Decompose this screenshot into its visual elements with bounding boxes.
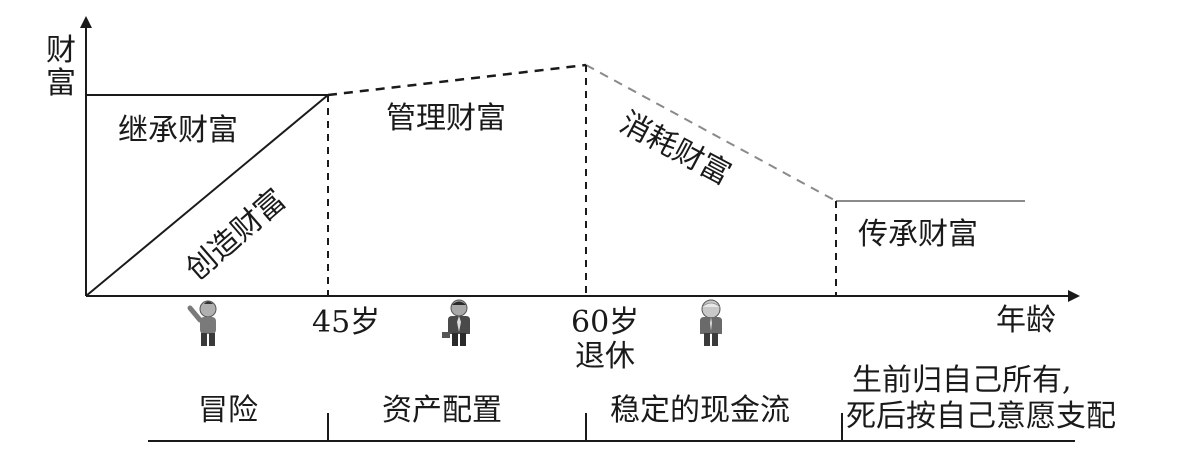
phase-pass-on-label: 传承财富 bbox=[858, 217, 978, 252]
x-axis-label: 年龄 bbox=[996, 303, 1056, 338]
middle-aged-person-icon bbox=[442, 299, 470, 346]
tick-label-retire: 退休 bbox=[575, 339, 635, 374]
bottom-label-risk: 冒险 bbox=[198, 393, 258, 428]
young-person-icon bbox=[187, 300, 217, 346]
tick-label-60: 60岁 bbox=[571, 305, 640, 340]
tick-label-45: 45岁 bbox=[312, 305, 381, 340]
elderly-person-icon bbox=[700, 299, 722, 346]
phase-manage-label: 管理财富 bbox=[386, 101, 506, 136]
create-wealth-line bbox=[85, 94, 329, 297]
bottom-label-allocation: 资产配置 bbox=[382, 393, 502, 428]
phase-inherit-label: 继承财富 bbox=[118, 113, 238, 148]
bottom-label-will-line2: 死后按自己意愿支配 bbox=[846, 399, 1116, 434]
manage-wealth-line bbox=[327, 63, 587, 97]
bottom-label-will-line1: 生前归自己所有, bbox=[852, 363, 1072, 398]
bottom-label-cashflow: 稳定的现金流 bbox=[610, 393, 790, 428]
y-axis-label: 财富 bbox=[46, 33, 76, 101]
